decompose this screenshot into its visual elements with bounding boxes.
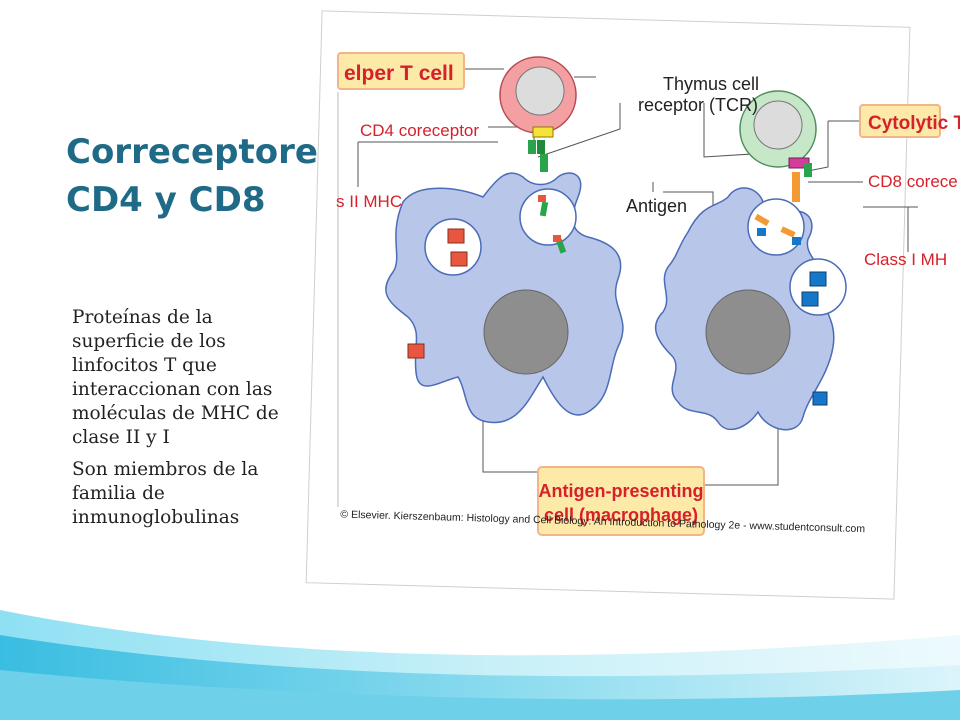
- apc-label-2: cell (macrophage): [544, 505, 698, 525]
- cd4-coreceptor-label: CD4 coreceptor: [360, 121, 479, 140]
- mhc-ii-molecule: [555, 238, 567, 254]
- cd8-coreceptor-label: CD8 corece: [868, 172, 958, 191]
- apc-left-nucleus: [483, 289, 569, 375]
- mhc-i-antigen: [809, 271, 827, 287]
- mhc-i-peptide: [757, 228, 766, 236]
- connector-lines: [357, 68, 918, 486]
- mhc-i-bound: [792, 172, 800, 202]
- slide-title: Correceptores CD4 y CD8: [66, 132, 339, 220]
- mhc-ii-bound: [540, 154, 548, 172]
- mhc-i-antigen: [812, 391, 828, 406]
- mhc-ii-antigen: [450, 251, 468, 267]
- label-apc: Antigen-presenting cell (macrophage): [537, 466, 705, 536]
- mhc-i-antigen: [801, 291, 819, 307]
- mhc-i-molecule: [780, 226, 796, 238]
- apc-right-vesicle-top: [747, 198, 805, 256]
- apc-left-vesicle: [424, 218, 482, 276]
- apc-left-vesicle-top: [519, 188, 577, 246]
- mhc-i-peptide: [792, 237, 801, 245]
- mhc-ii-peptide: [553, 235, 561, 242]
- body-paragraph-1: Proteínas de la superficie de los linfoc…: [72, 307, 279, 448]
- immunology-figure: elper T cell Cytolytic T Thymus cell rec…: [305, 10, 960, 600]
- mhc-ii-molecule: [539, 201, 549, 217]
- tcr-helper: [537, 140, 545, 154]
- tcr-helper: [528, 140, 536, 154]
- tcr-cytolytic: [804, 163, 812, 177]
- class-ii-mhc-label: s II MHC: [336, 192, 402, 211]
- cytolytic-t-label: Cytolytic T: [868, 113, 960, 134]
- label-cytolytic: Cytolytic T: [859, 104, 960, 138]
- label-helper-t-cell: elper T cell: [337, 52, 465, 90]
- cytolytic-t-cell-nucleus: [753, 100, 803, 150]
- apc-right-vesicle: [789, 258, 847, 316]
- thymus-receptor-label-1: Thymus cell: [663, 74, 759, 94]
- helper-t-cell-nucleus: [515, 66, 565, 116]
- mhc-ii-antigen: [447, 228, 465, 244]
- thymus-receptor-label-2: receptor (TCR): [638, 95, 758, 115]
- helper-t-cell-label: elper T cell: [344, 62, 454, 85]
- mhc-i-molecule: [754, 213, 770, 227]
- antigen-label: Antigen: [626, 196, 687, 216]
- slide-body: Proteínas de la superficie de los linfoc…: [72, 306, 292, 538]
- mhc-ii-peptide: [538, 195, 546, 202]
- mhc-ii-antigen: [407, 343, 425, 359]
- body-paragraph-2: Son miembros de la familia de inmunoglob…: [72, 459, 259, 528]
- cd4-coreceptor: [532, 126, 554, 138]
- apc-label-1: Antigen-presenting: [539, 481, 704, 501]
- decorative-wave: [0, 610, 960, 720]
- class-i-mhc-label: Class I MH: [864, 250, 947, 269]
- apc-right-nucleus: [705, 289, 791, 375]
